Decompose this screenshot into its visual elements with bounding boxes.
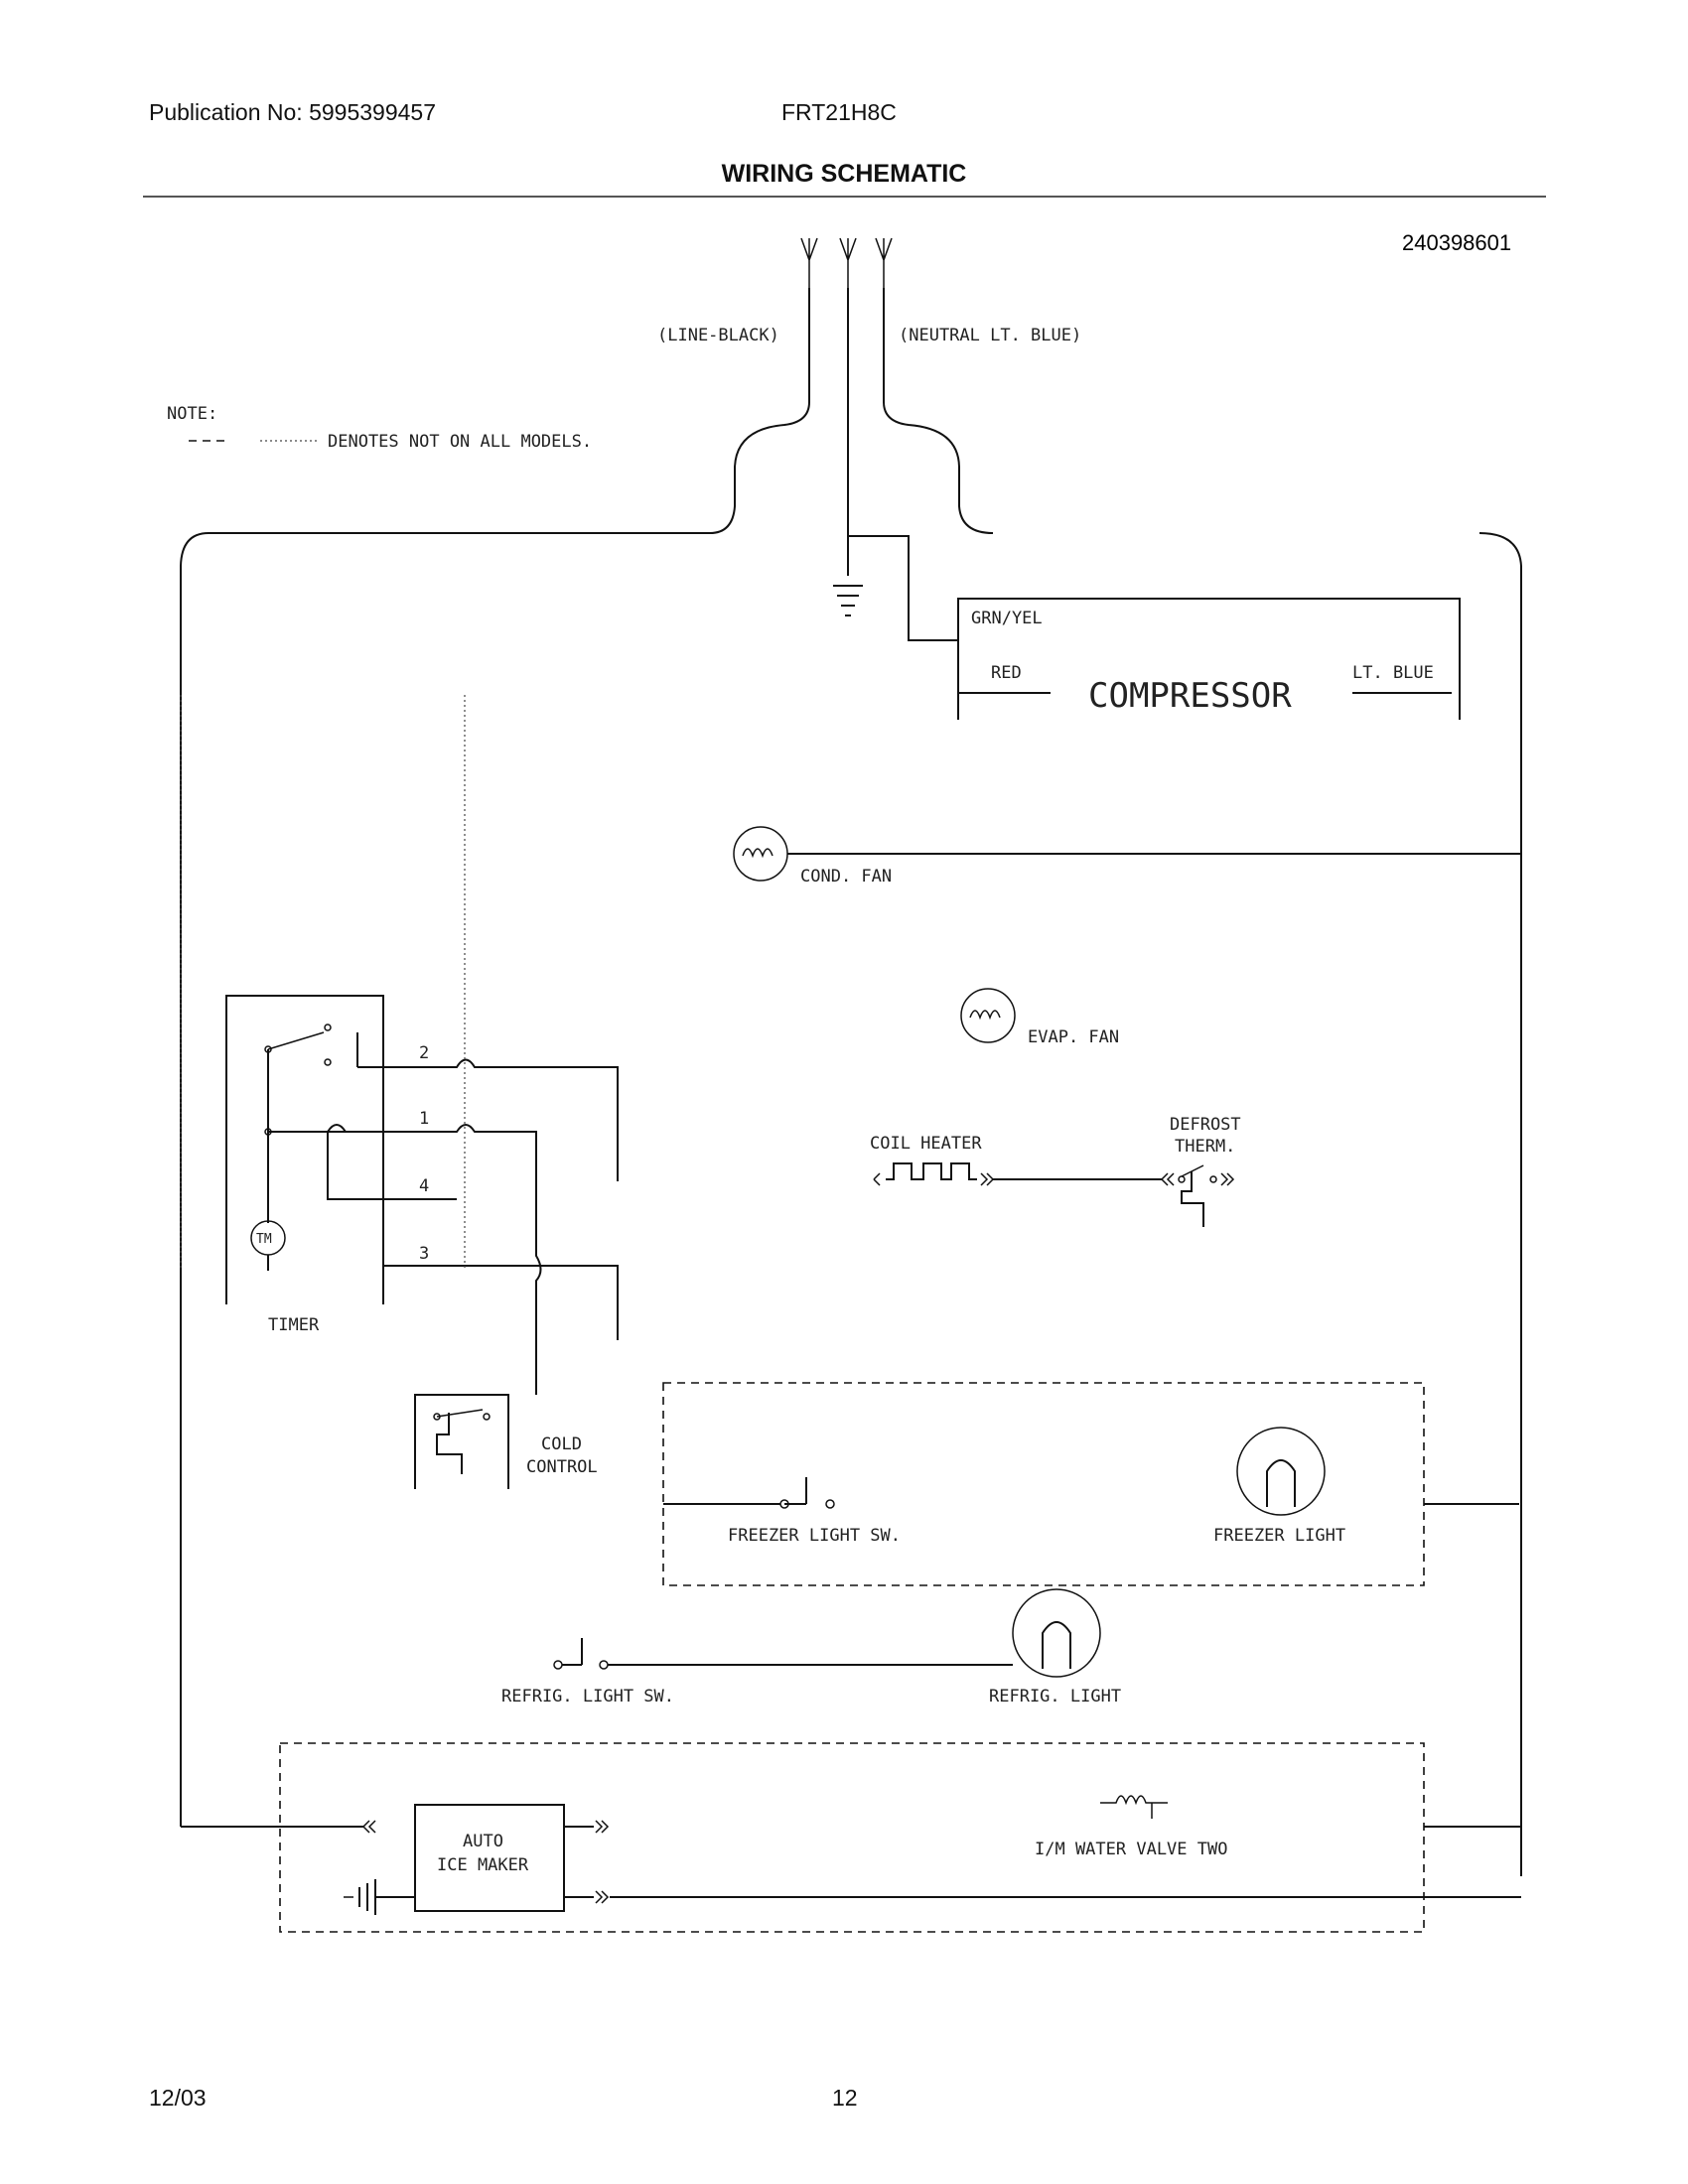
defrost-therm-label-2: THERM. [1175,1137,1235,1157]
timer [225,995,384,1304]
compressor-lt-blue-label: LT. BLUE [1352,663,1434,683]
refrig-light-icon [1012,1588,1101,1678]
freezer-light-optional-box [662,1382,1425,1586]
freezer-light-switch-icon [663,1477,835,1509]
ice-maker-label-1: AUTO [463,1832,503,1851]
freezer-light-label: FREEZER LIGHT [1213,1526,1345,1546]
terminal-2-label: 2 [419,1043,429,1063]
refrig-light-label: REFRIG. LIGHT [989,1687,1121,1706]
line-black-label: (LINE-BLACK) [657,326,779,345]
terminal-1-label: 1 [419,1109,429,1129]
title-divider [143,196,1546,198]
ice-maker-optional-box [279,1742,1425,1933]
compressor [957,598,1461,720]
power-cord [180,237,1522,1876]
coil-heater-icon [873,1162,1162,1186]
water-valve-icon [1100,1795,1521,1828]
freezer-light-switch-label: FREEZER LIGHT SW. [728,1526,901,1546]
ice-maker-label-2: ICE MAKER [437,1855,529,1875]
auto-ice-maker [181,1804,1521,1915]
terminal-3-label: 3 [419,1244,429,1264]
evap-fan-icon [960,988,1016,1043]
footer-page-number: 12 [832,2085,858,2111]
refrig-light-switch-icon [553,1638,1013,1670]
publication-number: Publication No: 5995399457 [149,99,437,125]
footer-date: 12/03 [149,2085,207,2111]
cond-fan-icon [733,826,1521,882]
refrig-light-switch-label: REFRIG. LIGHT SW. [501,1687,674,1706]
cold-control [414,1394,509,1489]
timer-wiring [180,695,619,1395]
cond-fan-label: COND. FAN [800,867,892,887]
compressor-label: COMPRESSOR [1088,676,1292,716]
water-valve-label: I/M WATER VALVE TWO [1035,1840,1227,1859]
defrost-therm-label-1: DEFROST [1170,1115,1241,1135]
ground-symbol [833,585,863,616]
note-text: DENOTES NOT ON ALL MODELS. [328,432,592,452]
coil-heater-label: COIL HEATER [870,1134,982,1154]
timer-motor-label: TM [256,1232,272,1247]
note-title: NOTE: [167,404,217,424]
timer-label: TIMER [268,1315,320,1335]
terminal-4-label: 4 [419,1176,429,1196]
cold-control-label-1: COLD [541,1434,582,1454]
cold-control-label-2: CONTROL [526,1457,598,1477]
neutral-label: (NEUTRAL LT. BLUE) [899,326,1081,345]
freezer-light-icon [1236,1427,1519,1516]
drawing-number: 240398601 [1402,230,1511,255]
evap-fan-label: EVAP. FAN [1028,1027,1119,1047]
defrost-therm-icon [1160,1164,1235,1227]
compressor-grn-yel-label: GRN/YEL [971,609,1043,628]
page-title: WIRING SCHEMATIC [721,160,967,188]
compressor-red-label: RED [991,663,1022,683]
model-number: FRT21H8C [781,99,897,125]
